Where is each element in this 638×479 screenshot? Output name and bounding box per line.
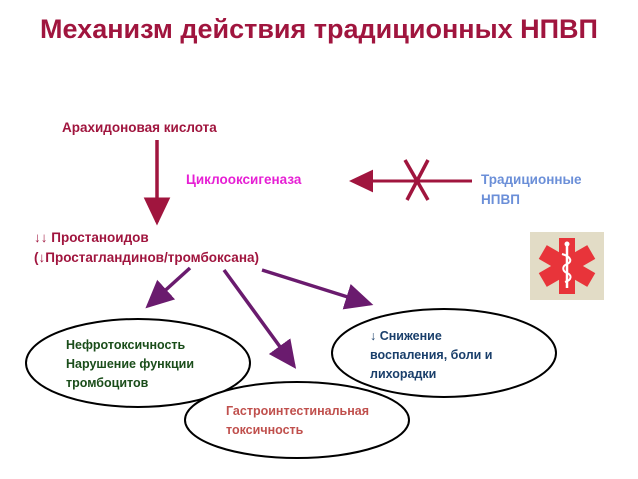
gastro-text: Гастроинтестинальная токсичность bbox=[226, 402, 369, 440]
prostanoids-label: ↓↓ Простаноидов (↓Простагландинов/тромбо… bbox=[34, 228, 259, 268]
reduction-line-2: воспаления, боли и bbox=[370, 348, 493, 362]
traditional-nsaids-line-2: НПВП bbox=[481, 192, 520, 207]
arrow-to-gastro bbox=[222, 268, 297, 369]
ellipse-gastro bbox=[184, 381, 410, 459]
traditional-nsaids-line-1: Традиционные bbox=[481, 172, 582, 187]
gastro-line-2: токсичность bbox=[226, 423, 304, 437]
cyclooxygenase-label: Циклооксигеназа bbox=[186, 172, 302, 187]
ellipse-reduction bbox=[331, 308, 557, 398]
nephrotoxicity-line-3: тромбоцитов bbox=[66, 376, 149, 390]
nephrotoxicity-text: Нефротоксичность Нарушение функции тромб… bbox=[66, 336, 194, 393]
reduction-text: ↓ Снижение воспаления, боли и лихорадки bbox=[370, 327, 492, 384]
prostanoids-line-2: (↓Простагландинов/тромбоксана) bbox=[34, 250, 259, 265]
arachidonic-acid-label: Арахидоновая кислота bbox=[62, 120, 217, 135]
page-title: Механизм действия традиционных НПВП bbox=[40, 14, 598, 44]
gastro-line-1: Гастроинтестинальная bbox=[226, 404, 370, 418]
medical-caduceus-star-icon bbox=[530, 232, 604, 300]
reduction-line-3: лихорадки bbox=[370, 367, 437, 381]
ellipse-nephrotoxicity bbox=[25, 318, 251, 408]
reduction-line-1: ↓ Снижение bbox=[370, 329, 442, 343]
prostanoids-line-1: ↓↓ Простаноидов bbox=[34, 230, 149, 245]
inhibition-cross-icon bbox=[403, 159, 430, 201]
arrow-to-reduction bbox=[261, 268, 374, 310]
traditional-nsaids-label: Традиционные НПВП bbox=[481, 170, 582, 210]
arrow-to-nephrotoxicity bbox=[145, 266, 192, 309]
nephrotoxicity-line-2: Нарушение функции bbox=[66, 357, 195, 371]
nephrotoxicity-line-1: Нефротоксичность bbox=[66, 338, 186, 352]
